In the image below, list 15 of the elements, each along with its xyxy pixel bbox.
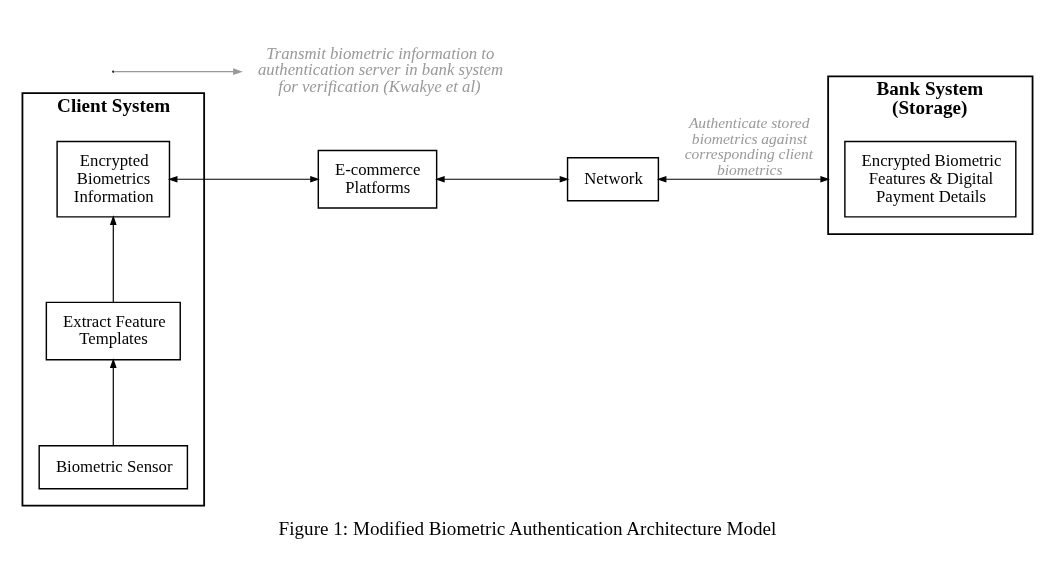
node-box: Encrypted Biometric Features & Digital Payment Details [844, 140, 1017, 218]
arrow [167, 175, 320, 183]
node-text: Transmit biometric information to authentication server in bank system for verification (Kwakye et al) [257, 43, 504, 97]
node-box: Encrypted Biometrics Information [56, 140, 171, 218]
node-box: Extract Feature Templates [45, 301, 181, 361]
arrow [114, 68, 243, 75]
node-box: Network [566, 157, 660, 202]
node-box: E-commerce Platforms [317, 149, 438, 209]
caption: Figure 1: Modified Biometric Authentication Architecture Model [278, 518, 777, 540]
edge-label: Authenticate stored biometrics against corresponding client biometrics [684, 114, 814, 178]
arrow [435, 175, 570, 183]
node-box: Biometric Sensor [38, 445, 189, 490]
arrow [109, 215, 117, 303]
arrow [656, 175, 830, 183]
arrow [109, 358, 117, 447]
